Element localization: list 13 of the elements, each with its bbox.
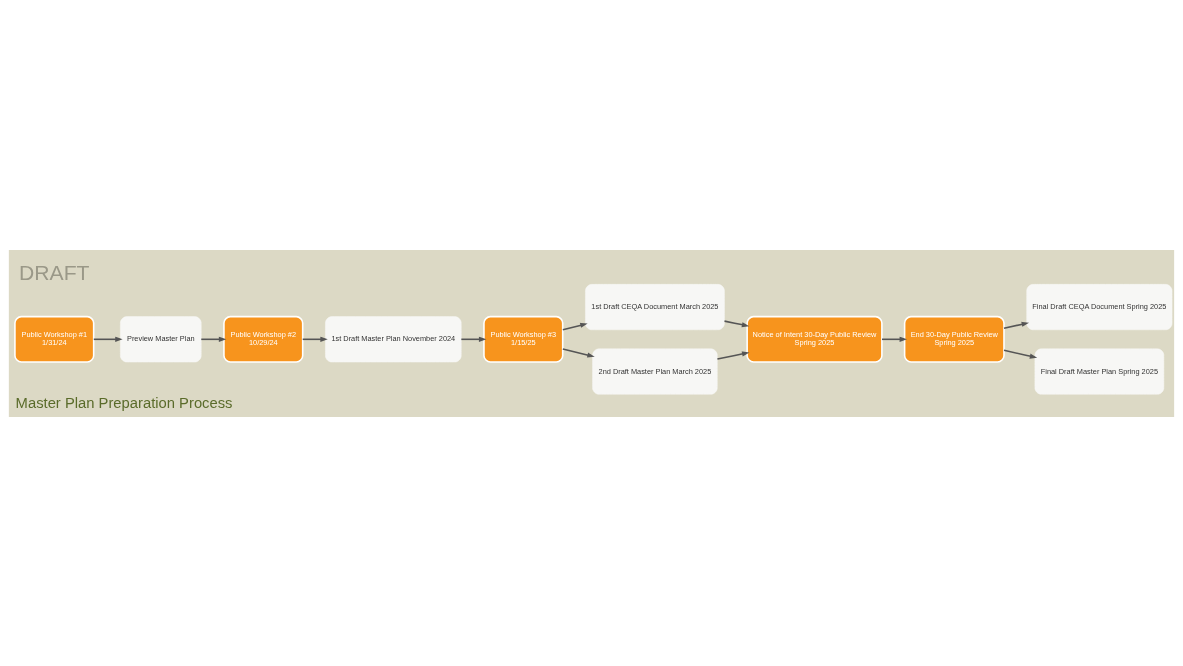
arrow: [301, 336, 328, 342]
arrow: [562, 347, 595, 358]
arrow: [723, 319, 750, 327]
label: DRAFT: [19, 260, 90, 284]
arrow: [93, 336, 123, 342]
arrow: [460, 336, 487, 342]
arrow: [1003, 349, 1038, 359]
arrow: [200, 336, 227, 342]
arrow: [716, 350, 750, 360]
diagram-title: Master Plan Preparation Process: [15, 394, 233, 411]
arrow: [881, 336, 907, 342]
arrow: [1003, 321, 1030, 329]
arrow: [562, 322, 588, 330]
